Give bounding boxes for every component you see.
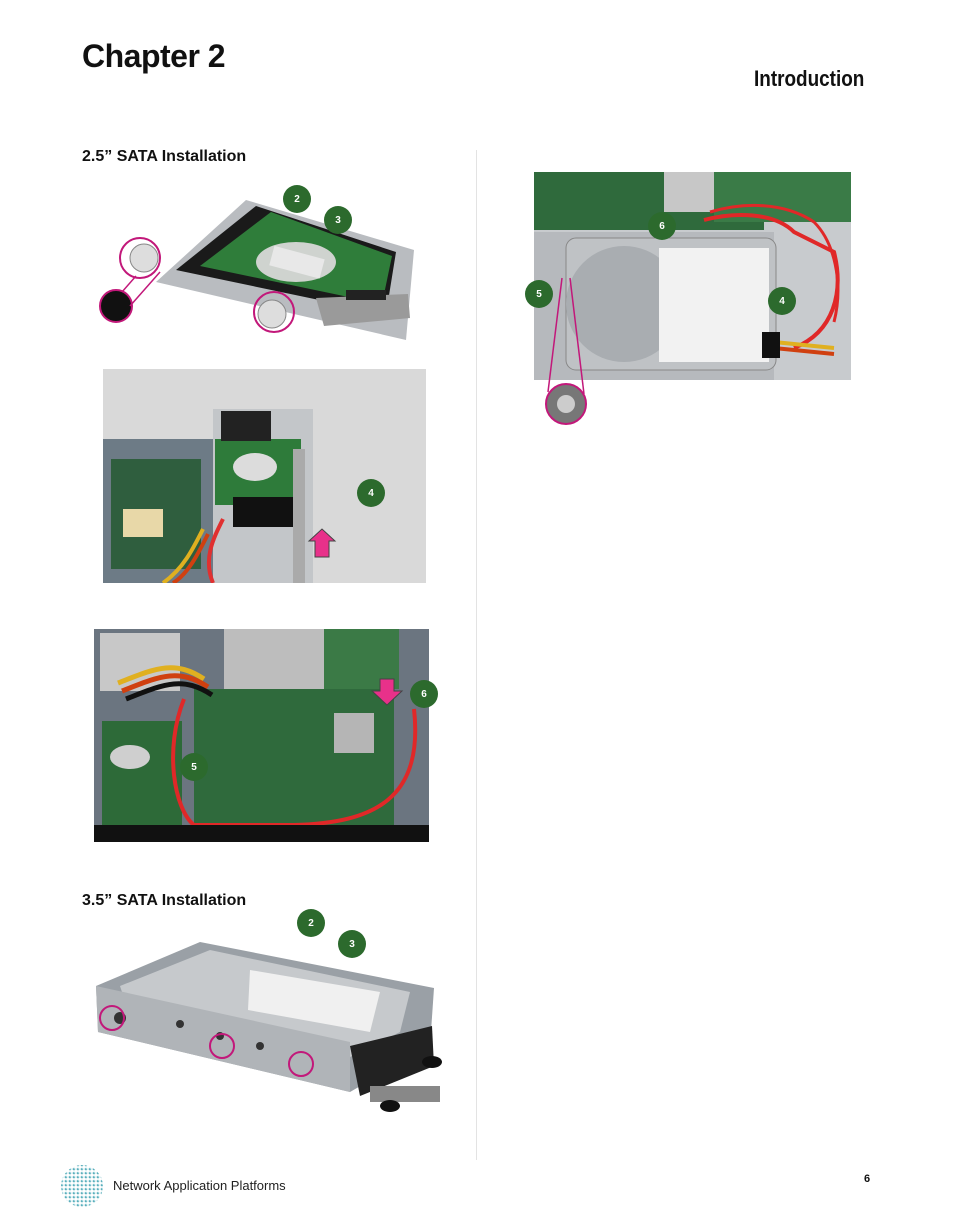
step-badge-5: 5 [180, 753, 208, 781]
footer-text: Network Application Platforms [113, 1178, 286, 1193]
highlight-screw-3 [545, 277, 587, 425]
step-badge-4: 4 [357, 479, 385, 507]
section-title: Introduction [754, 66, 865, 91]
step-badge-3b: 3 [338, 930, 366, 958]
step-badge-5b: 5 [525, 280, 553, 308]
chapter-title: Chapter 2 [82, 38, 226, 74]
photo-2-5-hdd-bracket [96, 186, 416, 346]
step-badge-2b: 2 [297, 909, 325, 937]
step-badge-2: 2 [283, 185, 311, 213]
step-badge-3: 3 [324, 206, 352, 234]
photo-3-5-hdd-mounted [534, 172, 851, 380]
subhead-2-5-sata: 2.5” SATA Installation [82, 148, 247, 165]
photo-3-5-hdd-bracket [80, 936, 445, 1116]
step-badge-6b: 6 [648, 212, 676, 240]
column-divider [476, 150, 477, 1160]
photo-motherboard-cabling [94, 629, 429, 842]
company-logo-icon [61, 1165, 103, 1207]
photo-hdd-mounted-chassis [103, 369, 426, 583]
step-badge-6: 6 [410, 680, 438, 708]
page-number: 6 [864, 1173, 871, 1185]
highlight-screws-2 [99, 1005, 314, 1077]
subhead-3-5-sata: 3.5” SATA Installation [82, 892, 247, 909]
step-badge-4b: 4 [768, 287, 796, 315]
highlight-screws-1 [99, 237, 295, 333]
